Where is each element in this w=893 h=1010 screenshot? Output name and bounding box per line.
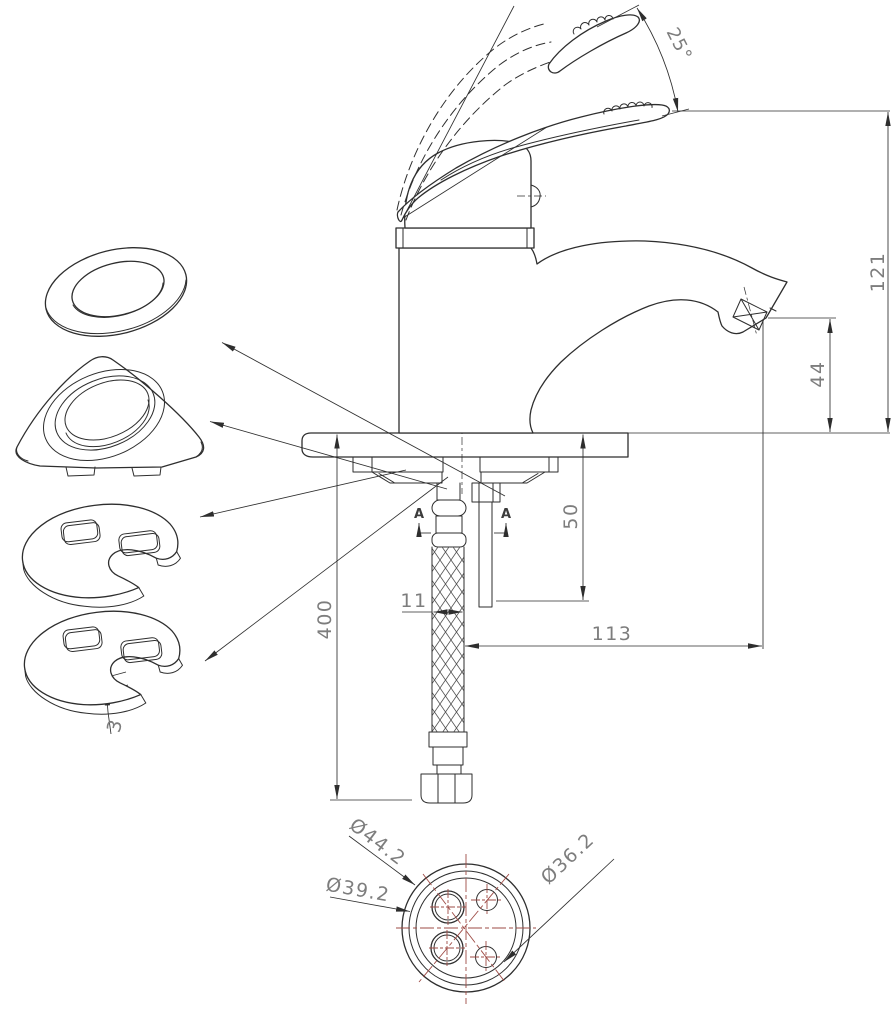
- section-label-right: A: [501, 507, 511, 522]
- countertop-deck-section: [301, 432, 629, 458]
- mounting-stud: [471, 482, 501, 608]
- gasket-tabs: [65, 466, 162, 477]
- handle-angle-value: 25°: [662, 24, 697, 65]
- hose-hex-nut: [420, 773, 473, 804]
- dome-button: [530, 184, 541, 208]
- section-indicator-left: A: [414, 507, 431, 537]
- body-spout-outline: [398, 240, 788, 434]
- dia-middle-value: Ø39.2: [324, 874, 392, 907]
- stud-length-value: 50: [560, 502, 582, 529]
- leader-to-locknut-2: [204, 476, 449, 662]
- handle-collar: [395, 227, 535, 249]
- deck-hatched-slab: [301, 432, 629, 458]
- hose-length-value: 400: [314, 599, 336, 640]
- plate-thickness-value: 3: [103, 716, 128, 735]
- part-lock-nut-1: [21, 503, 181, 608]
- part-leader-lines: [199, 342, 506, 662]
- section-indicator-right: A: [494, 507, 511, 537]
- part-lock-nut-2: [18, 602, 188, 725]
- spout-reach-value: 113: [592, 623, 633, 645]
- hose-connector: [431, 482, 467, 548]
- outlet-height-value: 44: [807, 360, 829, 387]
- braided-supply-hose: [420, 546, 473, 804]
- overall-height-value: 121: [867, 252, 889, 293]
- base-bottom-view: Ø44.2 Ø39.2 Ø36.2: [324, 814, 615, 1004]
- dia-outer-value: Ø44.2: [345, 814, 410, 871]
- raised-handle-tip: [547, 14, 641, 74]
- hose-braid-pattern: [432, 547, 464, 732]
- dimension-hose-width-11: 11: [400, 590, 463, 615]
- lock-plate-right-section: [480, 471, 546, 484]
- leader-to-gasket: [209, 421, 448, 490]
- lock-plate-left-bevel: [378, 473, 395, 483]
- mounting-flange-right: [479, 456, 559, 473]
- part-ring-washer: [44, 247, 188, 337]
- handle-dome: [404, 139, 546, 229]
- collar-ticks: [402, 227, 528, 249]
- raised-tip-grip-bumps: [572, 15, 614, 35]
- under-deck-mounting: A A: [352, 456, 559, 804]
- hose-width-value: 11: [400, 590, 427, 612]
- part-base-gasket: [15, 356, 205, 477]
- dia-inner-value: Ø36.2: [537, 828, 599, 888]
- lever-handle-raised-dashed: [396, 14, 641, 221]
- dimension-stud-length-50: 50: [496, 434, 589, 602]
- leader-to-locknut-1: [199, 469, 407, 518]
- mounting-flange-left: [352, 456, 444, 473]
- lock-plate-right-bevel: [522, 473, 539, 483]
- dimension-spout-reach-113: 113: [465, 321, 764, 649]
- leader-to-washer: [221, 342, 506, 497]
- base-centerlines: [396, 854, 536, 1004]
- dimension-outlet-height-44: 44: [768, 317, 836, 432]
- section-label-left: A: [414, 507, 424, 522]
- dimension-hose-length-400: 400: [314, 434, 412, 801]
- faucet-body-spout: [398, 240, 788, 434]
- dimension-overall-height-121: 121: [628, 110, 891, 434]
- spout-tip-notch: [769, 307, 777, 312]
- aerator-box: [732, 298, 768, 331]
- diameter-callouts: Ø44.2 Ø39.2 Ø36.2: [324, 814, 615, 963]
